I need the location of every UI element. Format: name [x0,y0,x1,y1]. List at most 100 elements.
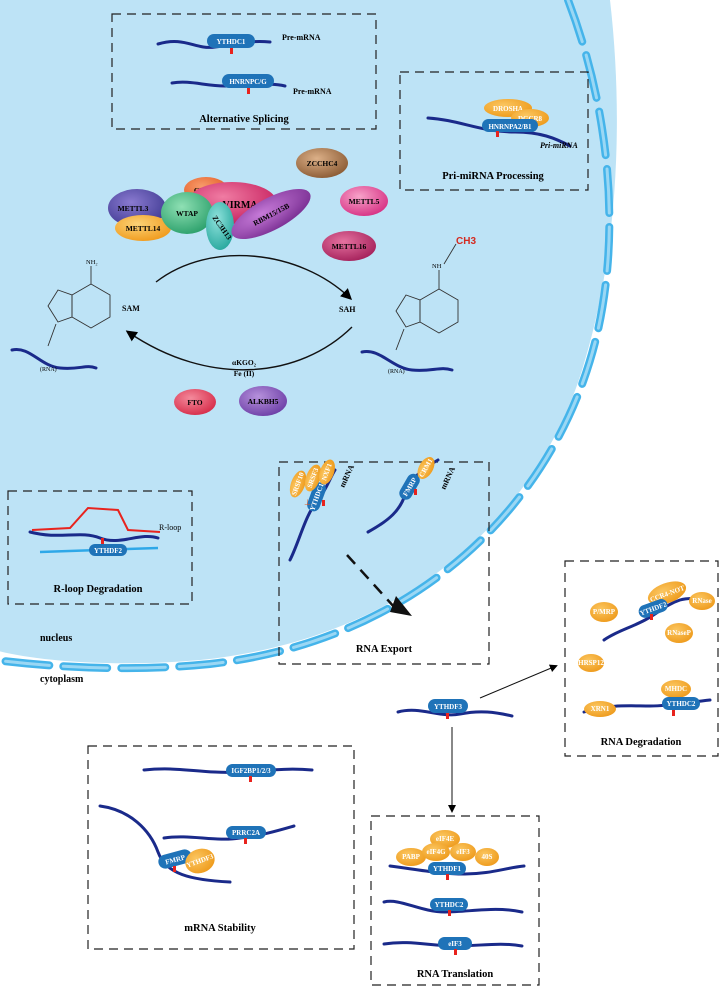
ythdc2-trans-label: YTHDC2 [435,901,464,909]
mhdc-label: MHDC [665,685,687,693]
box-pri-mirna-processing: DROSHA DGCR8 HNRNPA2/B1 Pri-miRNA Pri-mi… [399,71,589,191]
svg-text:⊥: ⊥ [304,498,311,507]
eif4g-label: eIF4G [426,848,446,856]
box-alternative-splicing: YTHDC1 Pre-mRNA HNRNPC/G Pre-mRNA Altern… [111,13,377,130]
nucleus-label: nucleus [40,633,72,644]
xrn1-label: XRN1 [591,705,610,713]
methylation-reaction: SAM SAH αKGO₂ Fe (II) [122,254,356,378]
sah-label: SAH [339,305,356,314]
fmrp-export-pill [399,473,420,500]
box-rna-degradation: CCR4-NOT YTHDF2 P/MRP HRSP12 RNaseP RNas… [564,560,719,757]
wtap-oval [161,192,213,234]
cofactor-1: αKGO₂ [232,358,257,367]
alkbh5-oval [239,386,287,416]
rbm15-oval [231,188,311,240]
hnrnpa2b1-pill [482,119,538,132]
zc3h13-oval [206,202,234,250]
ythdc2-deg-pill [662,697,700,710]
ythdf3-center-pill [428,699,468,713]
s40-oval [475,848,499,866]
ythdf2-pill-rloop [89,544,127,556]
eif4g-oval [422,843,450,861]
hnrnpc-label: HNRNPC/G [229,78,267,86]
rnase-oval-3 [665,623,693,643]
pri-mirna-label: Pri-miRNA [540,141,578,150]
cytoplasm-label: cytoplasm [40,674,84,685]
central-ythdf3: YTHDF3 [396,664,558,813]
ythdc2-deg-label: YTHDC2 [667,700,696,708]
srsf3-oval [304,464,322,492]
prrc2a-label: PRRC2A [232,829,260,837]
pre-mrna-label-1: Pre-mRNA [282,33,321,42]
srsf10-oval [289,470,307,498]
rna-label-right: (RNA) [388,368,405,375]
eif3-label-b: eIF3 [448,940,462,948]
mettl3-label: METTL3 [118,204,149,213]
eif3-oval-a [450,843,476,861]
s40-label: 40S [482,853,493,861]
mettl5-label: METTL5 [349,197,380,206]
ch3-label: CH3 [456,236,476,247]
mrna-stability-title: mRNA Stability [184,923,256,934]
sam-label: SAM [122,304,140,313]
mettl16-oval [322,231,376,261]
hnrnpc-pill [222,74,274,88]
box-rna-export: YTHDC1 SRSF10 SRSF3 NXF1 ⊥ mRNA FMRP CRM… [278,457,490,665]
ythdc1-label: YTHDC1 [217,38,246,46]
rna-label-left: (RNA) [40,366,57,373]
xrn1-oval [584,701,616,717]
adenine-structure: NH₂ (RNA) [10,259,111,373]
rnase-oval-2 [578,654,604,672]
ccr4not-oval [647,581,687,605]
drosha-label: DROSHA [493,105,523,113]
rloop-title: R-loop Degradation [54,584,143,595]
fmrp-stab-pill [158,849,192,869]
ythdf2-deg-pill [638,599,668,618]
igf2bp-label: IGF2BP1/2/3 [231,767,271,775]
prrc2a-pill [226,826,266,839]
m6a-structure: NH CH3 (RNA) [360,236,476,375]
mhdc-oval [661,680,691,698]
ythdf1-label: YTHDF1 [433,865,462,873]
eif4e-label: eIF4E [436,835,455,843]
rna-export-title: RNA Export [356,644,413,655]
hnrnpa2b1-label: HNRNPA2/B1 [488,123,532,131]
zcchc4-oval [296,148,348,178]
igf2bp-pill [226,764,276,777]
crm1-oval [417,457,435,479]
pre-mrna-label-2: Pre-mRNA [293,87,332,96]
cofactor-2: Fe (II) [234,369,255,378]
other-writers: ZCCHC4 METTL5 METTL16 [296,148,388,261]
eif3-pill-b [438,937,472,950]
ythdf2-label-rloop: YTHDF2 [94,547,123,555]
mettl16-label: METTL16 [332,242,367,251]
nh-label: NH [432,263,442,270]
zcchc4-label: ZCCHC4 [307,159,338,168]
rnase-oval-4 [689,592,715,610]
virma-label: VIRMA [223,200,259,211]
mettl5-oval [340,186,388,216]
pabp-oval [396,848,426,866]
nucleus-body [0,0,617,664]
rnase-label-3: RNaseP [667,629,691,637]
pri-mirna-title: Pri-miRNA Processing [442,171,544,182]
fto-oval [174,389,216,415]
ythdf1-pill [428,862,466,875]
mettl14-oval [115,215,171,241]
writer-complex: CBLL1 VIRMA METTL3 METTL14 WTAP ZC3H13 R… [108,177,311,250]
rna-translation-title: RNA Translation [417,969,493,980]
ythdc1-pill [207,34,255,48]
rnase-label-2: HRSP12 [578,659,604,667]
alternative-splicing-title: Alternative Splicing [199,114,289,125]
nxf1-oval [319,459,335,485]
box-rloop-degradation: YTHDF2 R-loop R-loop Degradation [7,490,193,605]
pabp-label: PABP [402,853,420,861]
wtap-label: WTAP [176,209,198,218]
ythdc2-trans-pill [430,898,468,911]
ythdf3-stab-oval [185,848,215,874]
rloop-label: R-loop [159,523,181,532]
nh2-label: NH₂ [86,259,98,266]
erasers: FTO ALKBH5 [174,386,287,416]
rnase-oval-1 [590,602,618,622]
